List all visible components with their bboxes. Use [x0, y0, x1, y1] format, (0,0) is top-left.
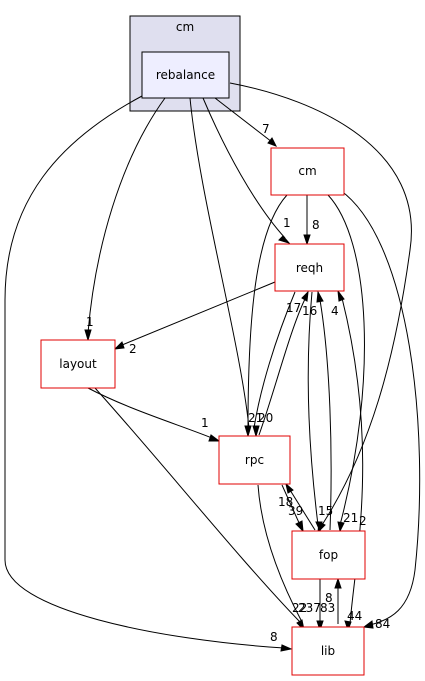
label-reqh-layout: 2: [129, 342, 137, 356]
edge-rebalance-layout-arrow: [84, 329, 92, 342]
edge-reqh-layout-arrow: [113, 341, 125, 350]
label-cm-reqh: 8: [312, 218, 320, 232]
node-reqh-label: reqh: [296, 261, 323, 275]
label-layout-rpc: 1: [201, 416, 209, 430]
label-lib-head-e: 84: [375, 617, 390, 631]
edge-rebalance-reqh-arrow: [278, 235, 291, 244]
edge-into-fop-arrow-b: [315, 521, 323, 533]
edge-rebalance-cm: [214, 97, 273, 143]
node-cm[interactable]: cm: [270, 147, 345, 196]
edge-into-rpc-arrow-a: [244, 425, 252, 438]
edge-rebalance-cm-arrow: [267, 137, 278, 147]
node-lib[interactable]: lib: [291, 626, 365, 676]
label-rpc-head-a: 21: [248, 411, 263, 425]
node-cm-label: cm: [298, 164, 316, 178]
edge-into-lib-arrow-d: [362, 620, 374, 629]
edge-rebalance-lib: [4, 95, 285, 649]
edge-lib-fop-arrow: [334, 577, 342, 589]
node-lib-box[interactable]: [291, 626, 365, 676]
label-rpc-fop: 39: [288, 504, 303, 518]
node-lib-label: lib: [321, 644, 335, 658]
edge-cm-lib: [339, 189, 421, 626]
edge-into-rpc-arrow-b: [252, 425, 260, 438]
node-layout[interactable]: layout: [40, 339, 116, 389]
node-rebalance-box[interactable]: [141, 51, 230, 99]
label-fop-head-a: 15: [318, 504, 333, 518]
edge-cm-fop: [327, 194, 365, 526]
label-fop-head-c: 2: [359, 514, 367, 528]
label-lib-reqh: 4: [331, 304, 339, 318]
edge-rebalance-lib-arrow: [280, 644, 293, 652]
node-fop-label: fop: [319, 548, 338, 562]
node-rpc-label: rpc: [245, 453, 264, 467]
label-reb-reqh: 1: [283, 216, 291, 230]
edge-fop-reqh: [319, 299, 332, 531]
edge-into-lib-arrow-c: [344, 620, 352, 632]
node-reqh-box[interactable]: [274, 243, 345, 292]
edge-layout-rpc: [87, 387, 213, 439]
label-fop-rpc: 18: [278, 495, 293, 509]
label-lib-fop: 8: [325, 591, 333, 605]
edge-fop-reqh-arrow: [316, 290, 324, 303]
edge-reqh-rpc: [253, 291, 296, 429]
label-rpc-head-b: 20: [258, 411, 273, 425]
node-rpc-box[interactable]: [218, 435, 291, 485]
edge-rebalance-rpc: [189, 97, 250, 429]
label-lib-head-c: 83: [320, 601, 335, 615]
label-reb-lib: 8: [270, 630, 278, 644]
edge-lib-reqh-arrow: [337, 289, 345, 302]
edge-rebalance-layout: [87, 97, 166, 334]
edge-into-fop-arrow-a: [295, 520, 304, 533]
edge-rpc-fop: [281, 484, 301, 526]
edge-rpc-reqh: [258, 298, 306, 436]
edge-fop-rpc-arrow: [285, 482, 294, 494]
edges: [4, 82, 421, 652]
node-rpc[interactable]: rpc: [218, 435, 291, 485]
node-layout-box[interactable]: [40, 339, 116, 389]
label-reqh-rpc-tail: 17: [286, 301, 301, 315]
edge-cm-rpc: [247, 194, 288, 429]
node-cm-box[interactable]: [270, 147, 345, 196]
edge-rpc-lib: [257, 484, 303, 623]
edge-fop-rpc: [289, 489, 316, 531]
cluster-cm-label: cm: [176, 20, 194, 34]
edge-lib-reqh: [341, 297, 364, 625]
edge-rpc-reqh-arrow: [301, 290, 309, 302]
label-reb-cm: 7: [262, 122, 270, 136]
label-lib-head-d: 44: [347, 609, 362, 623]
edge-into-fop-arrow-c: [337, 521, 345, 533]
node-layout-label: layout: [59, 357, 97, 371]
edge-reqh-fop: [307, 291, 319, 526]
edge-layout-rpc-arrow: [208, 434, 221, 442]
label-reb-layout: 1: [86, 315, 94, 329]
node-reqh[interactable]: reqh: [274, 243, 345, 292]
edge-reqh-layout: [121, 281, 276, 346]
label-lib-head-a: 22: [292, 601, 307, 615]
node-fop-box[interactable]: [291, 530, 366, 580]
label-lib-head-b: 237: [298, 601, 321, 615]
label-fop-head-b: 21: [343, 511, 358, 525]
edge-rebalance-reqh: [202, 97, 286, 239]
edge-cm-reqh-arrow: [303, 234, 311, 246]
node-fop[interactable]: fop: [291, 530, 366, 580]
label-reqh-fop-tail: 16: [302, 304, 317, 318]
node-rebalance[interactable]: rebalance: [141, 51, 230, 99]
edge-layout-lib: [94, 387, 301, 623]
edge-labels: 7 1 1 8 8 2 17 16 4 1 21 20 18 39 15 21 …: [86, 122, 390, 644]
edge-rebalance-fop: [229, 82, 412, 526]
edge-into-lib-arrow-b: [316, 620, 324, 632]
node-rebalance-label: rebalance: [156, 68, 215, 82]
